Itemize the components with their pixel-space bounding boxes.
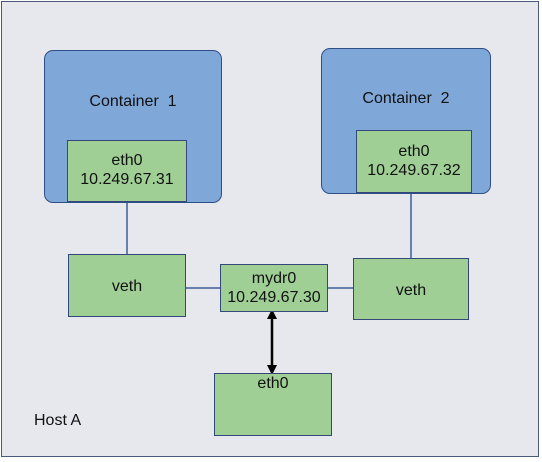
container-1-eth0-ip: 10.249.67.31 xyxy=(80,171,174,188)
host-eth0-label: eth0 xyxy=(257,375,289,392)
veth-2-label: veth xyxy=(395,282,427,299)
container-2-title: Container 2 xyxy=(362,90,450,107)
bridge-name: mydr0 xyxy=(251,270,297,287)
container-1-eth0-label: eth0 xyxy=(111,152,143,169)
veth-1-label: veth xyxy=(111,278,143,295)
veth-1: veth xyxy=(68,254,186,317)
container-2-eth0-ip: 10.249.67.32 xyxy=(367,162,461,179)
bridge-mydr0: mydr0 10.249.67.30 xyxy=(220,264,328,312)
container-2-eth0-label: eth0 xyxy=(398,143,430,160)
host-eth0: eth0 xyxy=(214,373,332,436)
bridge-ip: 10.249.67.30 xyxy=(227,289,321,306)
host-label: Host A xyxy=(34,412,82,429)
container-1-eth0: eth0 10.249.67.31 xyxy=(67,140,187,202)
veth-2: veth xyxy=(353,258,469,320)
container-2-eth0: eth0 10.249.67.32 xyxy=(356,130,472,193)
container-1-title: Container 1 xyxy=(89,93,177,110)
